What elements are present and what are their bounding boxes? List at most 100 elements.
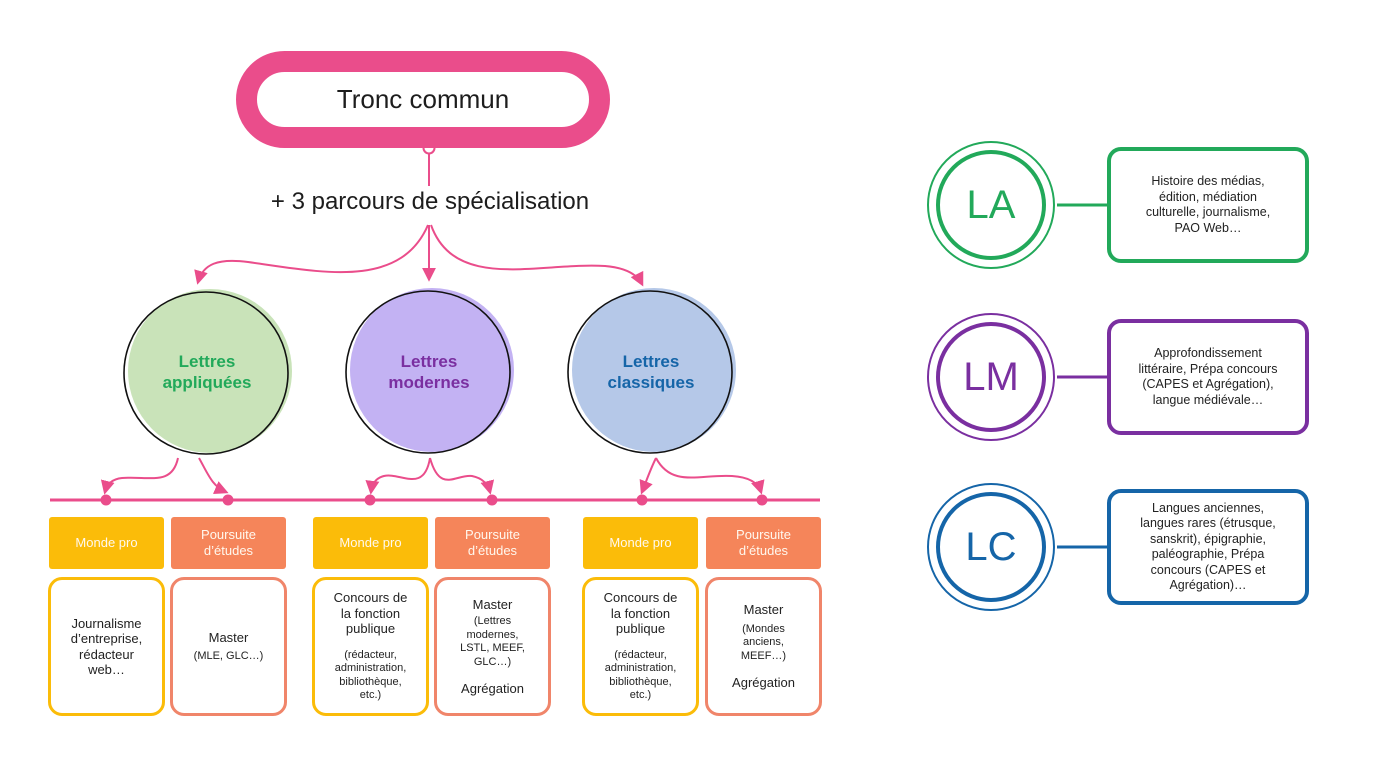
circle-lm-outline <box>345 290 511 454</box>
legend-lm-line: (CAPES et Agrégation), <box>1142 377 1274 391</box>
card-lm-etudes-detail: (Lettres <box>473 615 512 627</box>
card-lm-etudes-detail: GLC…) <box>473 655 512 668</box>
circle-label-lm-line2: modernes <box>388 373 470 392</box>
card-lc-pro-detail: administration, <box>604 662 677 675</box>
legend-lc-line: langues rares (étrusque, <box>1140 516 1276 530</box>
card-lc-pro-detail: bibliothèque, <box>609 675 672 688</box>
legend-lc-line: paléographie, Prépa <box>1151 547 1265 561</box>
card-lm-pro-main: publique <box>345 621 396 637</box>
badge-la-label: LA <box>936 150 1046 260</box>
timeline-dot <box>364 494 376 506</box>
circle-label-la: Lettres appliquées <box>126 351 288 393</box>
legend-lm-line: Approfondissement <box>1154 346 1262 360</box>
card-lm-etudes-detail: modernes, <box>466 628 519 641</box>
timeline-dot <box>100 494 112 506</box>
tag-poursuite-la: Poursuite d’études <box>171 517 286 569</box>
tronc-commun-title: Tronc commun <box>336 84 510 114</box>
tag-poursuite-lm-line1: Poursuite <box>465 527 520 542</box>
card-lm-pro-detail: etc.) <box>359 689 382 702</box>
circle-label-lc-line2: classiques <box>607 373 695 392</box>
legend-la-line: édition, médiation <box>1159 189 1257 204</box>
card-lc-pro-main: publique <box>615 621 666 637</box>
circle-lc-outline <box>567 290 733 454</box>
legend-lc-line: Langues anciennes, <box>1152 500 1264 515</box>
circle-la-fill <box>128 289 292 453</box>
legend-la-line: culturelle, journalisme, <box>1145 205 1271 219</box>
branch-arrow-la <box>194 224 429 285</box>
sub-arrows-lc-left <box>639 457 657 495</box>
card-la-pro-line: web… <box>88 662 125 677</box>
card-lm-pro-detail: (rédacteur, <box>344 648 397 661</box>
legend-lm-line: littéraire, Prépa concours <box>1138 361 1278 376</box>
tag-poursuite-lc-line2: d’études <box>738 543 789 558</box>
card-la-pro-line: Journalisme <box>71 615 142 631</box>
card-lm-pro-detail: bibliothèque, <box>339 675 402 688</box>
sub-arrows-la-right <box>198 457 229 495</box>
circle-label-la-line2: appliquées <box>162 373 252 392</box>
circle-lc-fill <box>572 288 736 452</box>
badge-lc: LC <box>927 483 1055 611</box>
card-lm-pro-main: Concours de <box>333 590 408 606</box>
tag-poursuite-lc-line1: Poursuite <box>736 527 791 542</box>
card-lm-etudes-extra: Agrégation <box>461 681 524 696</box>
card-lc-etudes-detail: (Mondes <box>742 622 785 635</box>
card-lc-pro-detail: (rédacteur, <box>614 648 667 661</box>
tag-monde-pro-la-label: Monde pro <box>75 535 138 550</box>
legend-la-line: PAO Web… <box>1174 220 1242 235</box>
card-lc-pro-detail: etc.) <box>629 689 652 702</box>
tag-monde-pro-lm: Monde pro <box>313 517 428 569</box>
tag-monde-pro-lm-label: Monde pro <box>339 535 402 550</box>
badge-lm: LM <box>927 313 1055 441</box>
card-la-etudes-detail: (MLE, GLC…) <box>193 650 264 662</box>
card-lm-etudes-main: Master <box>472 596 513 612</box>
card-lc-etudes-main: Master <box>743 602 784 618</box>
card-lm-pro-detail: administration, <box>334 662 407 675</box>
card-la-pro-line: d’entreprise, <box>70 631 143 646</box>
timeline-dot <box>222 494 234 506</box>
tag-poursuite-la-line1: Poursuite <box>201 527 256 542</box>
card-lc-pro-main: la fonction <box>610 605 671 621</box>
circle-lm-fill <box>350 288 514 452</box>
sub-arrows-lm-left <box>365 457 431 495</box>
tag-poursuite-lm: Poursuite d’études <box>435 517 550 569</box>
badge-lc-label: LC <box>936 492 1046 602</box>
tag-poursuite-lm-line2: d’études <box>467 543 518 558</box>
card-poursuite-lc: Master (Mondes anciens, MEEF…) Agrégatio… <box>705 577 822 716</box>
legend-lm-line: langue médiévale… <box>1152 392 1264 407</box>
tag-monde-pro-la: Monde pro <box>49 517 164 569</box>
legend-la-line: Histoire des médias, <box>1151 174 1265 188</box>
card-lc-pro-main: Concours de <box>603 590 678 606</box>
circle-label-lm: Lettres modernes <box>348 351 510 393</box>
legend-desc-la: Histoire des médias, édition, médiation … <box>1107 147 1309 263</box>
circle-label-lc: Lettres classiques <box>570 351 732 393</box>
timeline-dot <box>756 494 768 506</box>
sub-arrows-lm-right <box>429 457 495 495</box>
timeline-dot <box>636 494 648 506</box>
card-poursuite-la: Master (MLE, GLC…) <box>170 577 287 716</box>
tag-monde-pro-lc: Monde pro <box>583 517 698 569</box>
tag-monde-pro-lc-label: Monde pro <box>609 535 672 550</box>
card-poursuite-lm: Master (Lettres modernes, LSTL, MEEF, GL… <box>434 577 551 716</box>
card-lc-etudes-detail: MEEF…) <box>740 649 787 662</box>
tag-poursuite-la-line2: d’études <box>203 543 254 558</box>
legend-lc-line: sanskrit), épigraphie, <box>1149 531 1267 546</box>
circle-label-la-line1: Lettres <box>178 352 236 371</box>
sub-arrows-la-left <box>100 457 179 495</box>
card-lm-etudes-detail: LSTL, MEEF, <box>460 642 525 654</box>
sub-arrows-lc-right <box>655 457 765 495</box>
legend-desc-lm: Approfondissement littéraire, Prépa conc… <box>1107 319 1309 435</box>
timeline-dot <box>486 494 498 506</box>
circle-label-lm-line1: Lettres <box>400 352 458 371</box>
card-lm-pro-main: la fonction <box>340 605 401 621</box>
parcours-subtitle: + 3 parcours de spécialisation <box>270 188 590 215</box>
legend-lc-line: concours (CAPES et <box>1150 562 1266 577</box>
card-monde-pro-lc: Concours de la fonction publique (rédact… <box>582 577 699 716</box>
branch-arrow-lc <box>430 224 644 287</box>
card-monde-pro-lm: Concours de la fonction publique (rédact… <box>312 577 429 716</box>
tag-poursuite-lc: Poursuite d’études <box>706 517 821 569</box>
circle-la-outline <box>123 291 289 455</box>
legend-desc-lc: Langues anciennes, langues rares (étrusq… <box>1107 489 1309 605</box>
card-monde-pro-la: Journalisme d’entreprise, rédacteur web… <box>48 577 165 716</box>
